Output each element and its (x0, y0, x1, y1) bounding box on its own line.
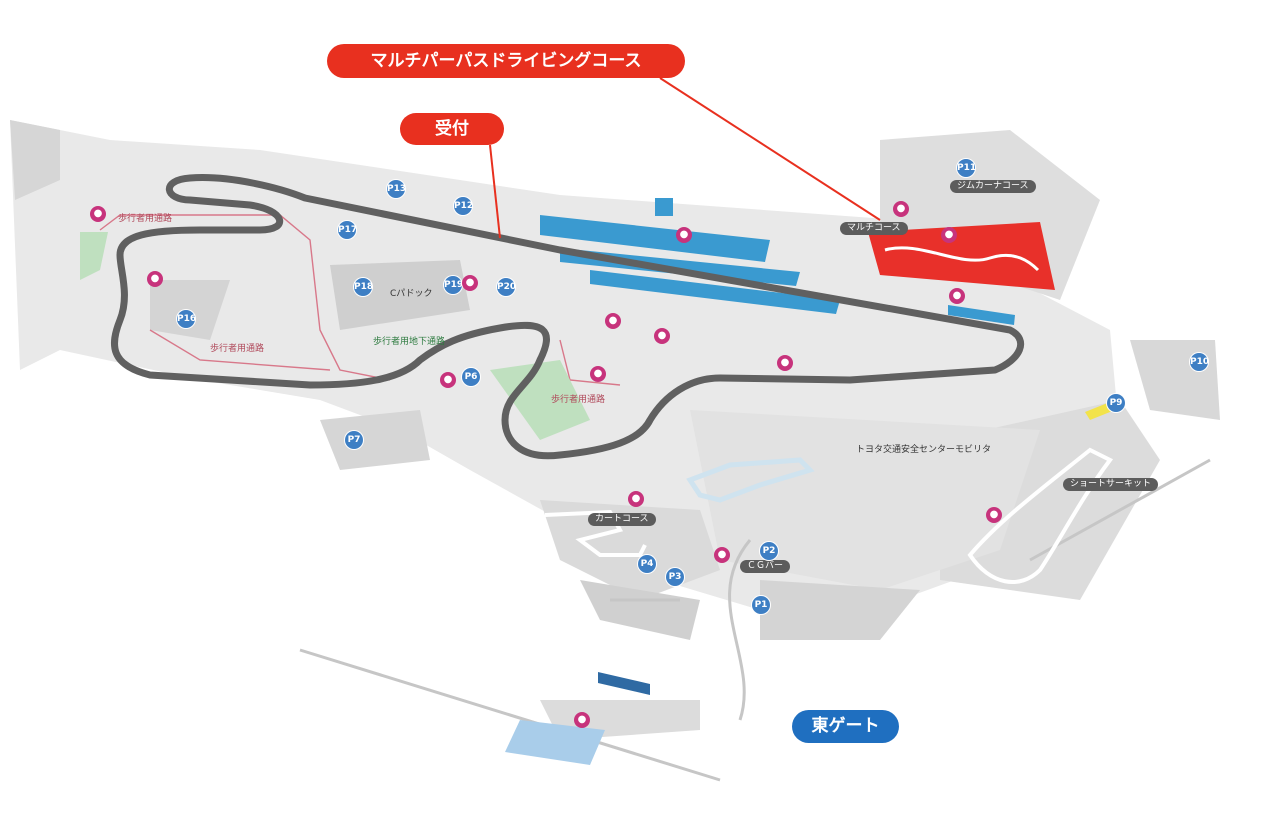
parking-marker-p7: P7 (345, 431, 363, 449)
parking-marker-p11: P11 (957, 159, 976, 177)
restroom-icon: ● (949, 288, 965, 304)
east-lot (505, 720, 605, 765)
callout-lines (489, 77, 881, 239)
parking-marker-p16: P16 (177, 310, 196, 328)
restroom-icon: ● (941, 227, 957, 243)
parking-marker-p2: P2 (760, 542, 778, 560)
restroom-icon: ● (574, 712, 590, 728)
kart-track (544, 509, 647, 557)
parking-marker-p6: P6 (462, 368, 480, 386)
label-toyota-safety-center: トヨタ交通安全センターモビリタ (856, 445, 992, 455)
restroom-icon: ● (676, 227, 692, 243)
label-walkway-2: 歩行者用通路 (210, 344, 265, 354)
parking-marker-p9: P9 (1107, 394, 1125, 412)
parking-marker-p20: P20 (497, 278, 516, 296)
mobilita-track (686, 457, 815, 503)
short-circuit-track (967, 447, 1114, 584)
parking-marker-p3: P3 (666, 568, 684, 586)
restroom-icon: ● (590, 366, 606, 382)
restroom-icon: ● (628, 491, 644, 507)
roads (299, 458, 1211, 782)
callout-multipurpose-driving-course: マルチパーパスドライビングコース (327, 44, 685, 78)
callout-reception: 受付 (400, 113, 504, 145)
label-underpass: 歩行者用地下通路 (373, 337, 446, 347)
restroom-icon: ● (986, 507, 1002, 523)
parking-marker-p17: P17 (338, 221, 357, 239)
label-short-circuit: ショートサーキット (1063, 478, 1159, 491)
parking-marker-p18: P18 (354, 278, 373, 296)
parking-marker-p19: P19 (444, 276, 463, 294)
restroom-icon: ● (440, 372, 456, 388)
label-walkway-1: 歩行者用通路 (118, 214, 173, 224)
parking-marker-p10: P10 (1190, 353, 1209, 371)
label-multi-course: マルチコース (840, 222, 908, 235)
ground-areas (10, 120, 1220, 740)
race-track (111, 174, 1025, 460)
restroom-icon: ● (462, 275, 478, 291)
restroom-icon: ● (714, 547, 730, 563)
restroom-icon: ● (605, 313, 621, 329)
multi-course-area (868, 222, 1055, 290)
parking-marker-p4: P4 (638, 555, 656, 573)
label-gymkhana-course: ジムカーナコース (950, 180, 1036, 193)
callout-east-gate: 東ゲート (792, 710, 899, 743)
label-walkway-3: 歩行者用通路 (551, 395, 606, 405)
restroom-icon: ● (893, 201, 909, 217)
restroom-icon: ● (147, 271, 163, 287)
restroom-icon: ● (777, 355, 793, 371)
restroom-icon: ● (90, 206, 106, 222)
label-kart-course: カートコース (588, 513, 656, 526)
restroom-icon: ● (654, 328, 670, 344)
parking-marker-p13: P13 (387, 180, 406, 198)
parking-marker-p12: P12 (454, 197, 473, 215)
parking-marker-p1: P1 (752, 596, 770, 614)
green-areas (80, 232, 590, 440)
label-c-paddock: Cパドック (390, 289, 433, 299)
label-cg-bar: ＣＧバー (740, 560, 791, 573)
